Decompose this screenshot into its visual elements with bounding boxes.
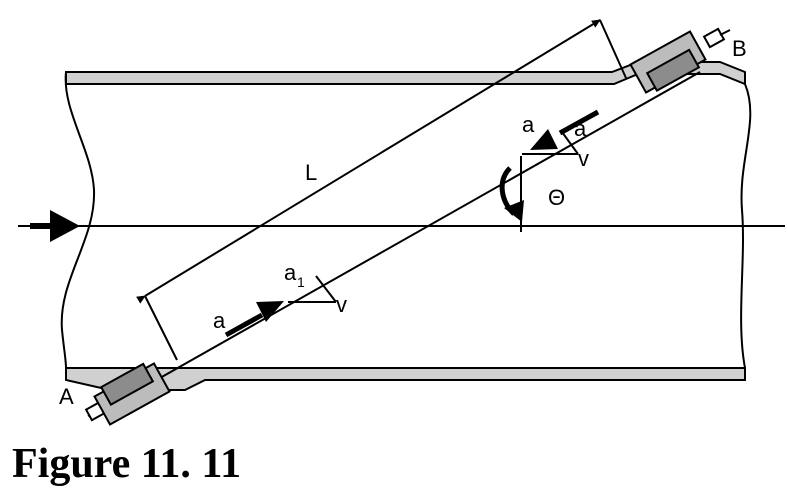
label-point-b: B — [732, 36, 747, 61]
transducer-b — [629, 27, 731, 94]
label-a1-subscript: 1 — [297, 274, 305, 290]
sound-path — [99, 71, 701, 413]
ultrasonic-flowmeter-diagram: A B L Θ a a 1 v a a v — [18, 19, 785, 426]
transducer-a — [84, 362, 171, 426]
label-point-a: A — [59, 384, 74, 409]
wave-a-upper-shaft — [558, 109, 600, 136]
lower-pipe-wall-body — [65, 367, 746, 391]
wave-a-lower-arrow-icon — [256, 301, 284, 322]
label-a1: a — [284, 260, 297, 285]
velocity-triangle-lower-diagonal — [315, 275, 337, 303]
wave-a-lower-shaft — [224, 312, 264, 338]
label-a-upper-left: a — [522, 112, 535, 137]
label-v-upper: v — [578, 146, 589, 171]
angle-theta-arrow-icon — [504, 200, 524, 222]
figure-caption: Figure 11. 11 — [12, 441, 242, 487]
flow-arrow-icon — [50, 210, 80, 242]
pipe-break-left — [60, 71, 96, 369]
label-a-upper-right: a — [574, 116, 587, 141]
velocity-triangle-upper-diagonal — [561, 131, 579, 155]
wave-a-upper-arrow-icon — [530, 129, 558, 150]
label-angle-theta: Θ — [548, 185, 565, 210]
label-a-lower: a — [213, 308, 226, 333]
label-v-lower: v — [336, 292, 347, 317]
label-length: L — [305, 160, 317, 185]
length-dimension-line — [136, 19, 601, 304]
length-extension-left — [144, 295, 178, 361]
pipe-break-right — [740, 83, 752, 369]
length-extension-right — [599, 19, 627, 79]
